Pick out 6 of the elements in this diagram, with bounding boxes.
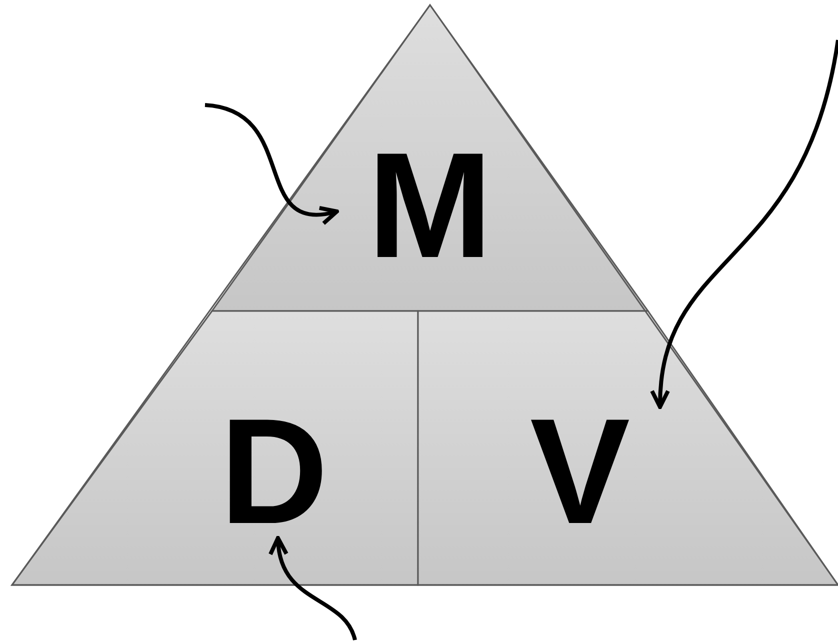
formula-letter: V	[530, 396, 630, 546]
formula-letter: M	[368, 130, 492, 280]
curved-arrow	[651, 40, 838, 409]
curved-arrow	[204, 103, 339, 224]
curved-arrow	[270, 536, 357, 641]
formula-letter: D	[220, 396, 328, 546]
